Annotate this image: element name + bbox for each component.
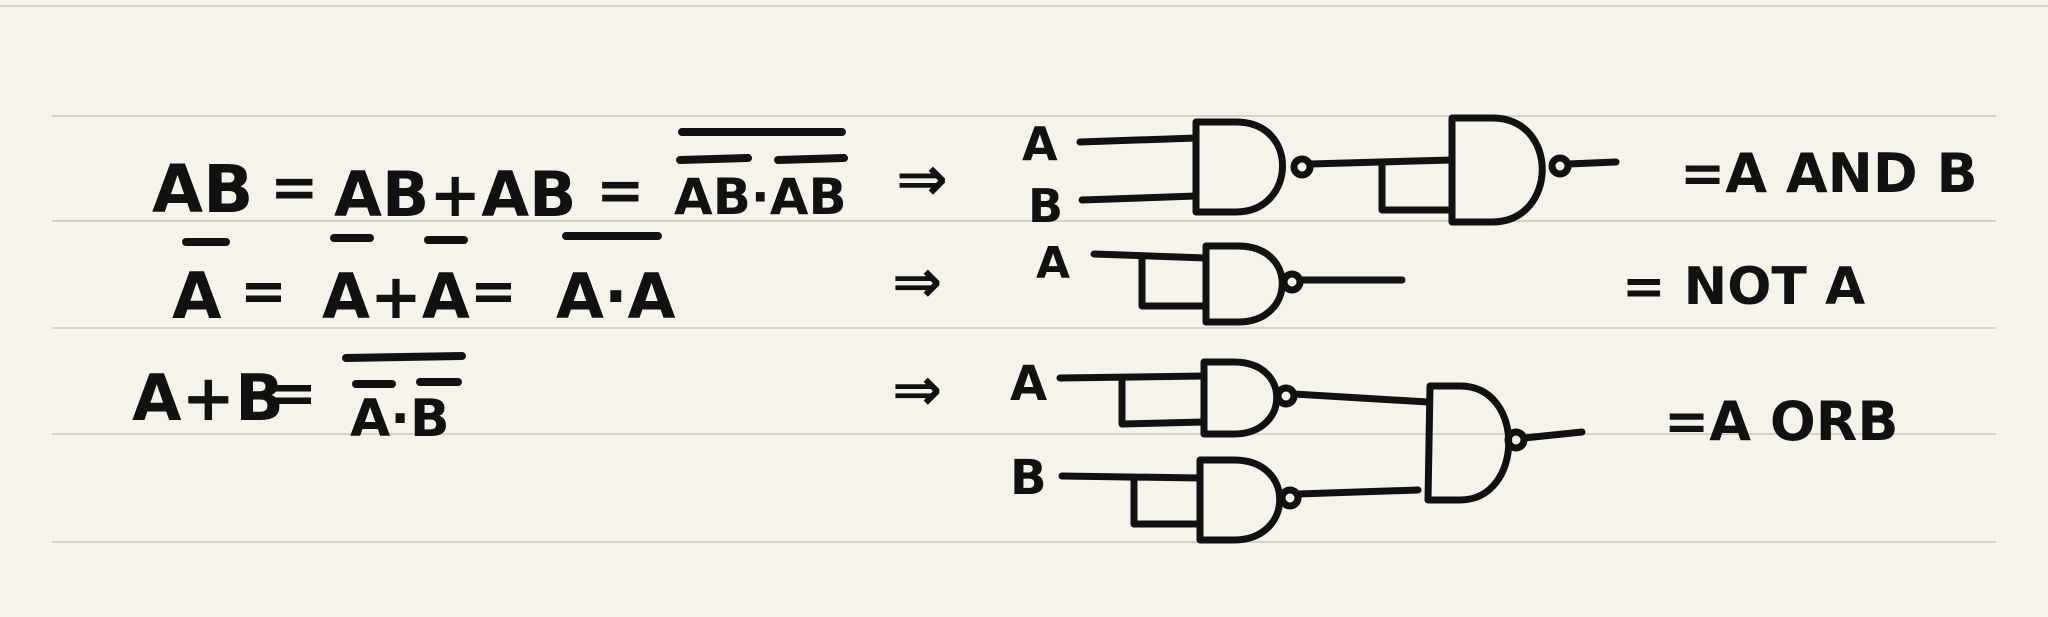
wire bbox=[1078, 192, 1200, 204]
output-wire bbox=[1564, 158, 1620, 168]
not-result-label: = NOT A bbox=[1622, 257, 1865, 317]
or-expr-nand: A·B bbox=[350, 389, 450, 449]
not-equals-2: = bbox=[470, 259, 517, 324]
and-expr-sum: AB+AB bbox=[334, 158, 576, 231]
not-input-a: A bbox=[1036, 238, 1070, 289]
not-expr-a: A bbox=[172, 260, 222, 334]
output-wire bbox=[1520, 428, 1586, 442]
inversion-bubble bbox=[1278, 486, 1302, 510]
not-expr-nand: A·A bbox=[556, 260, 676, 333]
nand-gate bbox=[1202, 242, 1286, 326]
overbar bbox=[676, 154, 752, 164]
not-equals-1: = bbox=[240, 259, 287, 324]
ruled-lines bbox=[0, 5, 2048, 543]
nand-gate-2 bbox=[1448, 114, 1546, 226]
wire bbox=[1058, 472, 1204, 482]
or-input-b: B bbox=[1010, 450, 1047, 506]
and-result-label: =A AND B bbox=[1680, 142, 1978, 205]
or-input-a: A bbox=[1010, 356, 1047, 412]
wire bbox=[1130, 476, 1204, 528]
row-not: A = A+A = A·A ⇒ A = NOT A bbox=[172, 232, 1865, 334]
or-expr-sum: A+B bbox=[132, 362, 284, 436]
and-expr-nand: AB·AB bbox=[674, 168, 847, 226]
nand-gate-1 bbox=[1192, 118, 1286, 216]
and-overbars bbox=[676, 128, 848, 164]
or-implies-arrow: ⇒ bbox=[892, 355, 942, 425]
not-expr-sum: A+A bbox=[322, 260, 470, 333]
nand-gate-final bbox=[1424, 382, 1513, 504]
and-implies-arrow: ⇒ bbox=[896, 142, 948, 215]
wire bbox=[1138, 252, 1210, 310]
and-input-b: B bbox=[1028, 179, 1063, 233]
overbar bbox=[342, 352, 466, 362]
wire bbox=[1118, 374, 1208, 428]
not-overbars bbox=[182, 232, 662, 246]
wire bbox=[1056, 372, 1208, 382]
or-result-label: =A ORB bbox=[1664, 390, 1898, 453]
or-equals: = bbox=[270, 361, 317, 426]
and-equals-2: = bbox=[596, 156, 645, 224]
row-or: A+B = A·B ⇒ A B =A ORB bbox=[132, 352, 1898, 544]
and-expr-ab: AB bbox=[152, 151, 253, 228]
wire bbox=[1378, 158, 1456, 214]
not-circuit bbox=[1090, 242, 1406, 326]
and-input-a: A bbox=[1022, 117, 1058, 171]
inversion-bubble bbox=[1290, 155, 1314, 179]
and-circuit bbox=[1076, 114, 1620, 226]
and-equals-1: = bbox=[270, 153, 319, 221]
nand-gate-b bbox=[1196, 456, 1284, 544]
row-and: AB = AB+AB = AB·AB ⇒ A B =A AND B bbox=[152, 114, 1978, 233]
wire bbox=[1076, 134, 1200, 146]
or-overbars bbox=[342, 352, 466, 388]
or-circuit bbox=[1056, 358, 1586, 544]
wire bbox=[1090, 250, 1210, 262]
wire bbox=[1290, 390, 1432, 406]
overbar bbox=[774, 154, 848, 164]
nand-gate-a bbox=[1200, 358, 1281, 438]
wire bbox=[1294, 486, 1422, 498]
not-implies-arrow: ⇒ bbox=[892, 247, 942, 317]
